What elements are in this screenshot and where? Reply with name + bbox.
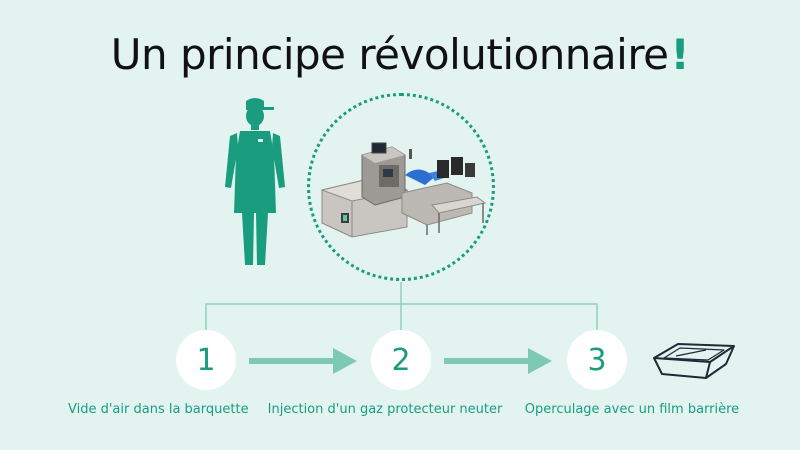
- arrow-right-icon: [249, 348, 357, 374]
- step-2-label: Injection d'un gaz protecteur neuter: [267, 402, 503, 417]
- step-2-number: 2: [391, 342, 411, 378]
- title-exclamation: !: [670, 30, 690, 79]
- title-text: Un principe révolutionnaire: [110, 30, 669, 79]
- step-2-circle: 2: [371, 330, 431, 390]
- sealed-tray-icon: [653, 343, 735, 379]
- step-3-number: 3: [587, 342, 607, 378]
- packaging-machine-illustration: [320, 142, 487, 238]
- step-1-circle: 1: [176, 330, 236, 390]
- arrow-right-icon: [444, 348, 552, 374]
- step-3-circle: 3: [567, 330, 627, 390]
- page-title: Un principe révolutionnaire!: [0, 30, 800, 79]
- machine-frame-circle: [307, 93, 495, 281]
- worker-silhouette-icon: [225, 98, 285, 265]
- step-1-number: 1: [196, 342, 216, 378]
- step-3-label: Operculage avec un film barrière: [524, 402, 740, 417]
- step-1-label: Vide d'air dans la barquette: [68, 402, 249, 417]
